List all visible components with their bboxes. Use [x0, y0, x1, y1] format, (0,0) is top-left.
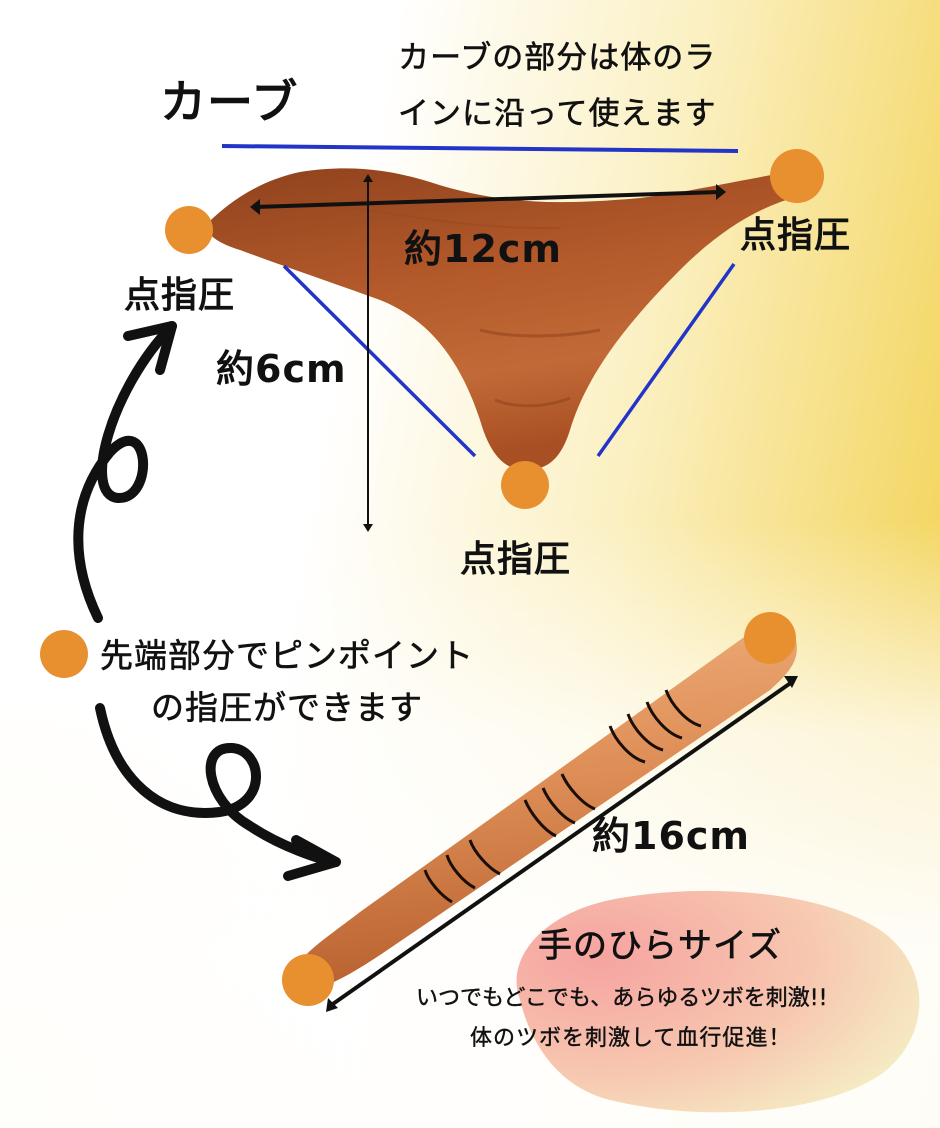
- pressure-point-marker: [501, 461, 549, 509]
- width-dimension-line: [254, 190, 721, 209]
- arrowhead-icon: [716, 184, 726, 200]
- left-guide-line: [282, 264, 477, 458]
- arrowhead-icon: [123, 321, 177, 375]
- palm-size-title: 手のひらサイズ: [538, 926, 782, 967]
- stick-tool-shape: [296, 627, 797, 989]
- point-label-right: 点指圧: [740, 215, 852, 256]
- length-label: 約16cm: [592, 814, 751, 858]
- curve-description-line2: インに沿って使えます: [398, 96, 717, 133]
- width-label: 約12cm: [404, 227, 563, 271]
- length-dimension-line: [328, 680, 794, 1008]
- point-label-left: 点指圧: [124, 275, 236, 316]
- arrowhead-icon: [784, 676, 798, 688]
- arrowhead-icon: [363, 524, 373, 532]
- tip-description-line1: 先端部分でピンポイント: [100, 636, 474, 676]
- height-label: 約6cm: [216, 347, 347, 391]
- point-label-bottom: 点指圧: [460, 539, 572, 580]
- curve-title: カーブ: [160, 75, 299, 129]
- stick-tip-marker: [744, 612, 796, 664]
- arrowhead-icon: [250, 199, 260, 215]
- arrowhead-icon: [363, 174, 373, 182]
- tip-description-line2: の指圧ができます: [151, 688, 423, 728]
- curve-description: カーブの部分は体のラ インに沿って使えます: [398, 30, 716, 142]
- curve-guide-line: [221, 144, 739, 153]
- palm-size-blob: [516, 890, 920, 1113]
- wood-grain: [494, 396, 571, 408]
- arrowhead-icon: [326, 998, 338, 1012]
- right-guide-line: [596, 262, 736, 458]
- pressure-point-marker: [770, 149, 824, 203]
- arrowhead-icon: [283, 835, 341, 881]
- triangle-tool-shape: [205, 168, 800, 470]
- tip-description: 先端部分でピンポイント の指圧ができます: [100, 630, 474, 734]
- palm-size-line2: 体のツボを刺激して血行促進！: [470, 1026, 792, 1051]
- tip-marker: [40, 630, 88, 678]
- curve-description-line1: カーブの部分は体のラ: [398, 40, 717, 77]
- stick-grip-rings: [423, 689, 702, 904]
- stick-tip-marker: [282, 954, 334, 1006]
- palm-size-line1: いつでもどこでも、あらゆるツボを刺激!!: [416, 986, 828, 1011]
- pressure-point-marker: [165, 206, 213, 254]
- curly-arrow-up-icon: [73, 321, 177, 623]
- wood-grain: [479, 328, 601, 338]
- curly-arrow-right-icon: [95, 703, 341, 867]
